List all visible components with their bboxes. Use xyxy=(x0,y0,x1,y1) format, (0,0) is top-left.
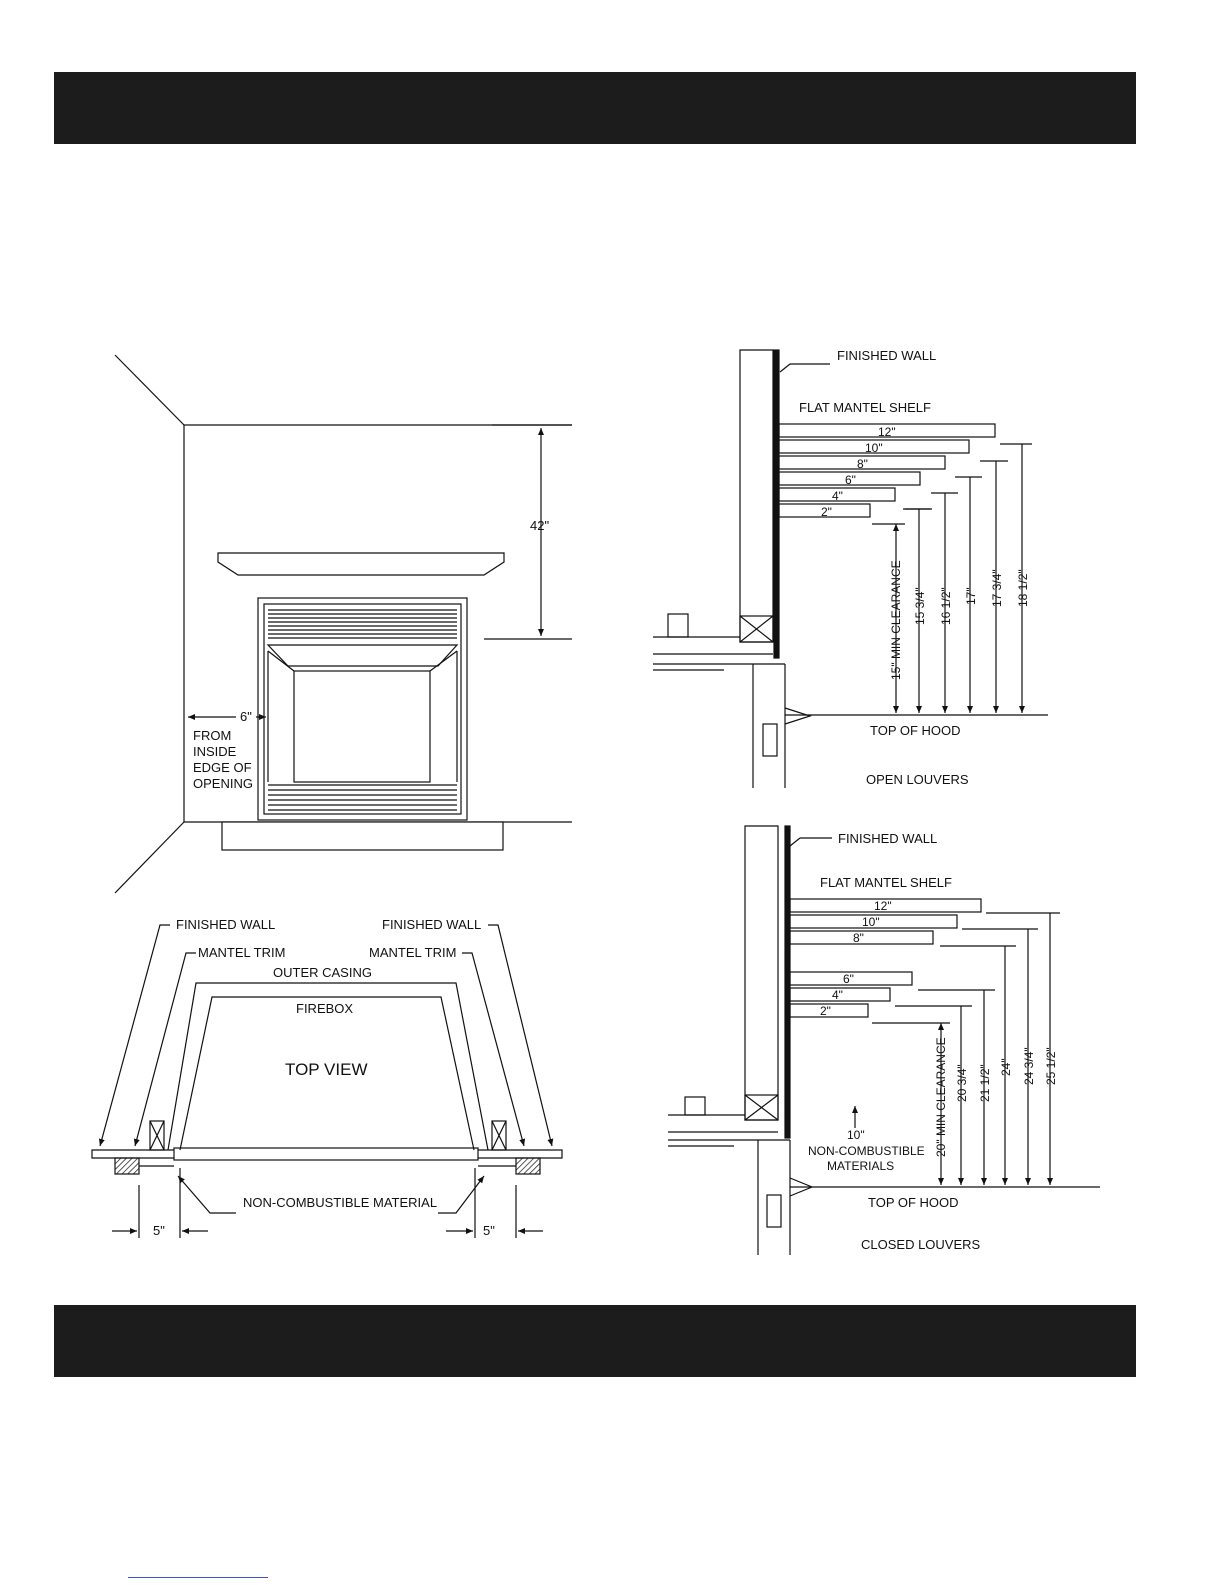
right-wall-hatch xyxy=(515,1157,541,1175)
side-note-1: FROM xyxy=(193,728,231,743)
finished-wall-closed-label: FINISHED WALL xyxy=(838,831,937,846)
height-min-closed: 20" MIN CLEARANCE xyxy=(934,1037,948,1157)
depth-2-open: 2" xyxy=(821,505,832,519)
side-note-3: EDGE OF xyxy=(193,760,252,775)
open-louvers-caption: OPEN LOUVERS xyxy=(866,772,969,787)
height-min-open: 15" MIN CLEARANCE xyxy=(889,560,903,680)
top-view-title: TOP VIEW xyxy=(285,1060,368,1079)
finished-wall-right-label: FINISHED WALL xyxy=(382,917,481,932)
lower-louvers xyxy=(268,784,457,811)
shelf-10-open xyxy=(778,439,970,454)
height-42-label: 42" xyxy=(530,518,549,533)
open-louvers-section xyxy=(653,349,1048,788)
mantel-trim-left-label: MANTEL TRIM xyxy=(198,945,285,960)
firebox-plan xyxy=(179,996,475,1151)
depth-10-closed: 10" xyxy=(862,915,880,929)
right-5-label: 5" xyxy=(483,1223,495,1238)
height-5-open: 17 3/4" xyxy=(990,569,1004,607)
fireplace-inner-trim xyxy=(263,603,462,815)
front-elevation xyxy=(114,354,572,894)
ceiling-corner-line xyxy=(114,354,185,426)
outer-casing-plan xyxy=(167,982,489,1151)
depth-10-open: 10" xyxy=(865,441,883,455)
height-2-open: 15 3/4" xyxy=(913,587,927,625)
right-stud xyxy=(491,1120,507,1151)
firebox-top xyxy=(266,644,459,667)
wall-stud-open xyxy=(739,349,774,643)
height-4-open: 17" xyxy=(964,587,978,605)
depth-6-open: 6" xyxy=(845,473,856,487)
height-6-open: 18 1/2" xyxy=(1016,569,1030,607)
depth-8-closed: 8" xyxy=(853,931,864,945)
shelf-6-open xyxy=(778,471,921,486)
shelf-12-closed xyxy=(789,898,982,913)
height-6-closed: 25 1/2" xyxy=(1044,1047,1058,1085)
firebox-label: FIREBOX xyxy=(296,1001,353,1016)
depth-4-open: 4" xyxy=(832,489,843,503)
outer-casing-label: OUTER CASING xyxy=(273,965,372,980)
height-5-closed: 24 3/4" xyxy=(1022,1047,1036,1085)
header-band xyxy=(54,72,1136,144)
depth-12-open: 12" xyxy=(878,425,896,439)
side-6-label: 6" xyxy=(240,709,252,724)
depth-4-closed: 4" xyxy=(832,988,843,1002)
footer-link-underline[interactable] xyxy=(128,1577,268,1578)
upper-louvers xyxy=(268,609,457,639)
finished-wall-open-label: FINISHED WALL xyxy=(837,348,936,363)
side-note-2: INSIDE xyxy=(193,744,237,759)
fireplace-surround xyxy=(257,597,468,821)
top-of-hood-closed-label: TOP OF HOOD xyxy=(868,1195,959,1210)
closed-louvers-caption: CLOSED LOUVERS xyxy=(861,1237,981,1252)
shelf-8-closed xyxy=(789,930,934,945)
noncomb-line2: NON-COMBUSTIBLE xyxy=(808,1144,925,1158)
shelf-6-closed xyxy=(789,971,913,986)
depth-2-closed: 2" xyxy=(820,1004,831,1018)
top-view xyxy=(91,924,563,1238)
mantel-shelf-front xyxy=(217,552,505,576)
height-3-open: 16 1/2" xyxy=(939,587,953,625)
depth-12-closed: 12" xyxy=(874,899,892,913)
top-of-hood-open-label: TOP OF HOOD xyxy=(870,723,961,738)
finished-wall-closed xyxy=(784,825,791,1139)
left-stud xyxy=(149,1120,165,1151)
shelf-2-open xyxy=(778,503,871,518)
shelf-4-closed xyxy=(789,987,891,1002)
finished-wall-left-label: FINISHED WALL xyxy=(176,917,275,932)
shelf-10-closed xyxy=(789,914,958,929)
mantel-trim-right-label: MANTEL TRIM xyxy=(369,945,456,960)
height-2-closed: 20 3/4" xyxy=(955,1064,969,1102)
shelf-4-open xyxy=(778,487,896,502)
left-5-label: 5" xyxy=(153,1223,165,1238)
side-note-4: OPENING xyxy=(193,776,253,791)
noncomb-line3: MATERIALS xyxy=(827,1159,894,1173)
shelf-12-open xyxy=(778,423,996,438)
left-wall-hatch xyxy=(114,1157,140,1175)
finished-wall-open xyxy=(773,349,780,659)
depth-8-open: 8" xyxy=(857,457,868,471)
footer-band xyxy=(54,1305,1136,1377)
noncomb-10-label: 10" xyxy=(847,1128,865,1142)
height-3-closed: 21 1/2" xyxy=(978,1064,992,1102)
shelf-8-open xyxy=(778,455,946,470)
shelf-closed-label: FLAT MANTEL SHELF xyxy=(820,875,952,890)
floor-corner-line xyxy=(114,821,185,894)
shelf-2-closed xyxy=(789,1003,869,1018)
depth-6-closed: 6" xyxy=(843,972,854,986)
noncombustible-label: NON-COMBUSTIBLE MATERIAL xyxy=(243,1195,437,1210)
hearth xyxy=(221,821,504,851)
wall-stud-closed xyxy=(744,825,779,1121)
noncombustible-strip xyxy=(173,1147,479,1161)
closed-louvers-section xyxy=(668,825,1100,1255)
shelf-open-label: FLAT MANTEL SHELF xyxy=(799,400,931,415)
height-4-closed: 24" xyxy=(999,1058,1013,1076)
firebox-opening xyxy=(293,670,431,783)
